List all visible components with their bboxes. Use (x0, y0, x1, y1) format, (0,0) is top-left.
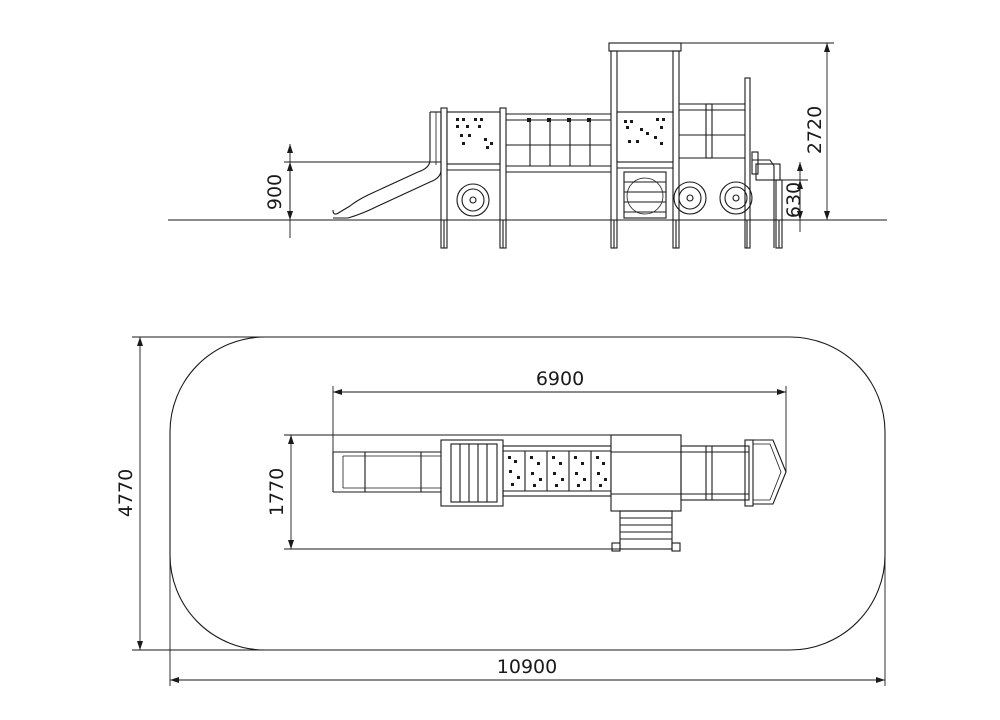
locomotive-plan (680, 439, 787, 507)
safety-zone-length-label: 10900 (497, 656, 557, 678)
panel-pattern-left (456, 118, 493, 149)
ladder-plan (611, 510, 681, 552)
dimension-equipment-width: 1770 (266, 434, 620, 550)
plan-view: 6900 1770 4770 10900 (115, 336, 886, 686)
slide-plan (332, 451, 441, 493)
panel-pattern-main (624, 118, 665, 145)
equipment-length-label: 6900 (536, 368, 584, 390)
locomotive-cab (673, 77, 783, 249)
dimension-step-height: 630 (782, 162, 808, 232)
foundation-posts (443, 220, 780, 248)
dimension-equipment-length: 6900 (332, 368, 787, 472)
step-height-label: 630 (783, 182, 805, 218)
safety-zone-width-label: 4770 (115, 469, 137, 517)
equipment-width-label: 1770 (266, 468, 288, 516)
dimension-safety-zone-length: 10900 (169, 555, 886, 686)
wagon-bridge (506, 113, 611, 173)
total-height-label: 2720 (804, 106, 826, 154)
slide-elevation (332, 111, 442, 219)
left-tower (440, 107, 507, 249)
main-tower (608, 42, 682, 249)
main-tower-roof-plan (610, 434, 682, 512)
left-deck-plan (440, 439, 504, 507)
wheel-front-1 (673, 181, 707, 215)
bridge-panel-pattern (508, 456, 607, 487)
dimension-total-height: 2720 (681, 42, 834, 221)
platform-height-label: 900 (264, 174, 286, 210)
wheel-front-2 (719, 181, 753, 215)
wheel-left (456, 183, 490, 217)
dimension-platform-height: 900 (264, 144, 441, 238)
dimension-safety-zone-width: 4770 (115, 336, 265, 651)
elevation-view: 900 2720 630 (168, 42, 887, 249)
wheel-main (626, 177, 664, 215)
safety-zone-outline (169, 336, 886, 651)
bridge-plan (502, 445, 612, 497)
